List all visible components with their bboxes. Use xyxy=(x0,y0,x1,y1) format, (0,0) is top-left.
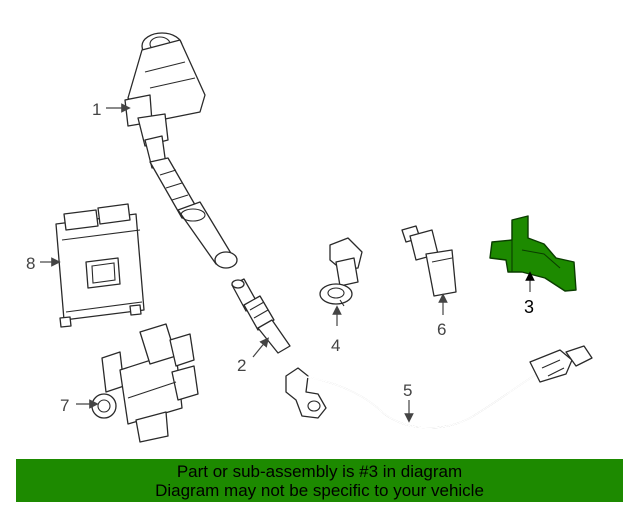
callout-4: 4 xyxy=(331,336,340,355)
part-8-control-module[interactable] xyxy=(55,203,145,328)
part-3-sensor-highlighted[interactable] xyxy=(489,215,577,292)
part-7-valve[interactable] xyxy=(91,323,199,443)
part-2-spark-plug[interactable] xyxy=(231,278,291,354)
callout-5: 5 xyxy=(403,381,412,400)
part-6-temperature-sensor[interactable] xyxy=(401,225,457,297)
callout-6: 6 xyxy=(437,320,446,339)
callout-3: 3 xyxy=(524,297,534,317)
callout-2: 2 xyxy=(237,356,246,375)
callout-8: 8 xyxy=(26,254,35,273)
banner-line-2: Diagram may not be specific to your vehi… xyxy=(155,481,484,500)
callout-1: 1 xyxy=(92,100,101,119)
leader-2 xyxy=(252,337,270,358)
part-4-position-sensor[interactable] xyxy=(319,237,363,307)
part-1-ignition-coil[interactable] xyxy=(124,32,238,269)
part-5-cable-sensor[interactable] xyxy=(285,345,593,429)
info-banner: Part or sub-assembly is #3 in diagram Di… xyxy=(16,459,623,502)
callout-7: 7 xyxy=(60,396,69,415)
banner-line-1: Part or sub-assembly is #3 in diagram xyxy=(176,462,463,481)
